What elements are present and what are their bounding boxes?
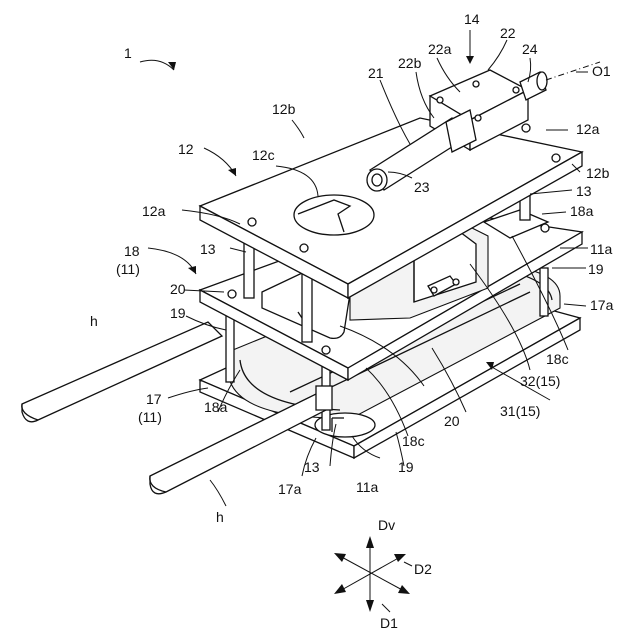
- label-h-lower: h: [216, 509, 224, 525]
- label-17a-bottom: 17a: [278, 481, 302, 497]
- label-18a-right: 18a: [570, 203, 594, 219]
- label-31: 31(15): [500, 403, 540, 419]
- label-12a-right: 12a: [576, 121, 600, 137]
- label-24: 24: [522, 41, 538, 57]
- label-11a-right: 11a: [590, 241, 613, 257]
- label-22a: 22a: [428, 41, 452, 57]
- label-h-upper: h: [90, 313, 98, 329]
- label-11-b: (11): [138, 409, 162, 425]
- label-d2: D2: [414, 561, 432, 577]
- label-13-right: 13: [576, 183, 592, 199]
- label-21: 21: [368, 65, 384, 81]
- label-dv: Dv: [378, 517, 395, 533]
- label-18c-center: 18c: [402, 433, 425, 449]
- label-22b: 22b: [398, 55, 422, 71]
- label-12c: 12c: [252, 147, 275, 163]
- label-19-bottom: 19: [398, 459, 414, 475]
- label-12b-right: 12b: [586, 165, 610, 181]
- label-22: 22: [500, 25, 516, 41]
- label-12b-top: 12b: [272, 101, 296, 117]
- label-1: 1: [124, 45, 132, 61]
- label-17a-right: 17a: [590, 297, 614, 313]
- label-23: 23: [414, 179, 430, 195]
- label-13-left: 13: [200, 241, 216, 257]
- label-20-left: 20: [170, 281, 186, 297]
- label-18a-left: 18a: [204, 399, 228, 415]
- heater-bar-upper: [22, 322, 222, 422]
- label-11-a: (11): [116, 261, 140, 277]
- label-19-left: 19: [170, 305, 186, 321]
- label-32: 32(15): [520, 373, 560, 389]
- label-o1: O1: [592, 63, 611, 79]
- label-d1: D1: [380, 615, 398, 631]
- label-11a-bottom: 11a: [356, 479, 379, 495]
- label-18: 18: [124, 243, 140, 259]
- label-12: 12: [178, 141, 194, 157]
- label-17: 17: [146, 391, 162, 407]
- label-13-bottom: 13: [304, 459, 320, 475]
- direction-axes: [334, 536, 412, 612]
- label-19-right: 19: [588, 261, 604, 277]
- label-20-center: 20: [444, 413, 460, 429]
- label-18c-right: 18c: [546, 351, 569, 367]
- label-12a-left: 12a: [142, 203, 166, 219]
- label-14: 14: [464, 11, 480, 27]
